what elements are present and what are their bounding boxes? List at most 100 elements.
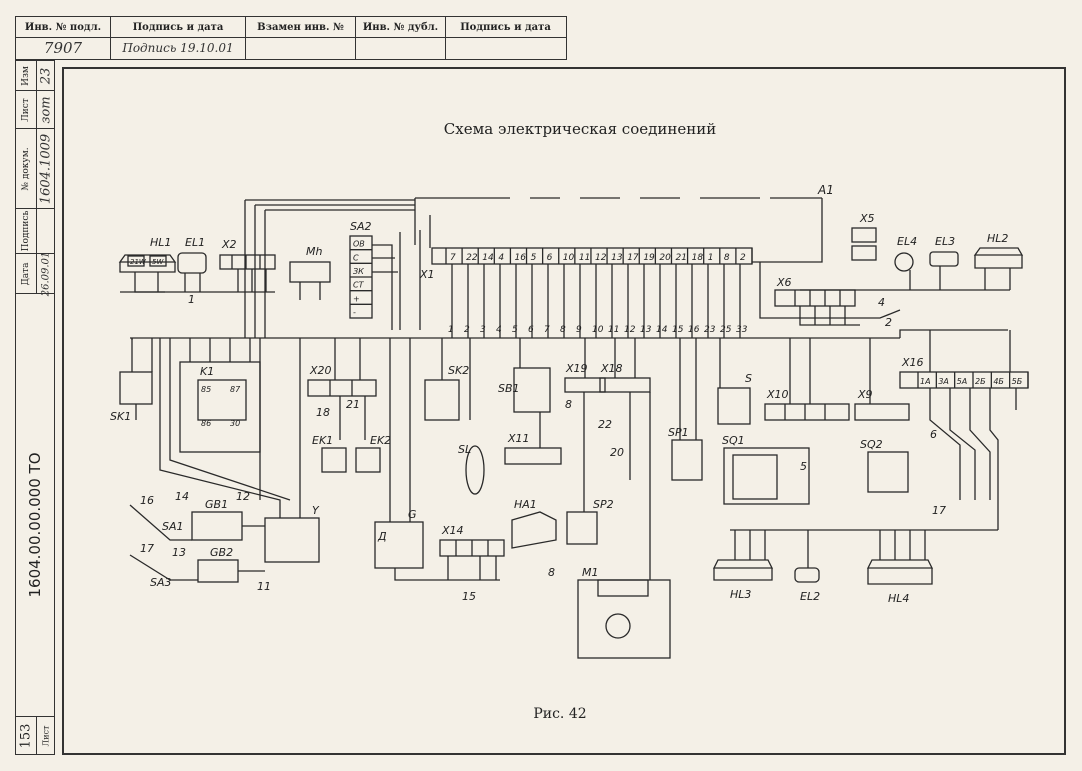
x1-terminal: 11 — [579, 253, 590, 263]
rev-cell-date: Дата 26.09.01 — [16, 251, 54, 296]
harness-22: 22 — [598, 418, 612, 431]
harness-5: 5 — [800, 460, 807, 473]
stamp-header-inv-orig: Инв. № подл. — [16, 17, 111, 37]
label-sp1: SP1 — [668, 426, 689, 439]
label-a1: A1 — [817, 183, 834, 197]
lamp-el1: EL1 — [177, 236, 207, 292]
x16-pin: 3А — [938, 377, 949, 386]
a1-lead-number: 3 — [480, 325, 486, 335]
svg-text:5W: 5W — [152, 258, 164, 266]
sa2-position: ОВ — [353, 240, 365, 249]
harness-12: 13 — [172, 546, 186, 559]
stamp-header-sign-date-2: Подпись и дата — [460, 21, 551, 33]
switches-sp-sq: SP1 SQ1 5 SQ2 6 — [668, 338, 937, 505]
stamp-header-replace-inv: Взамен инв. № — [246, 17, 356, 37]
x1-terminal: 5 — [531, 253, 537, 263]
x16-pin: 5А — [957, 377, 968, 386]
harness-10: 11 — [257, 580, 271, 593]
harness-17: 17 — [140, 542, 154, 555]
x1-terminal: 18 — [692, 253, 704, 263]
controller-a1: A1 — [414, 183, 834, 263]
label-gb1: GB1 — [205, 498, 228, 511]
sa2-position: С — [353, 253, 359, 262]
sensor-sk1: SK1 — [110, 338, 153, 423]
label-d: Д — [377, 530, 387, 543]
x16-pin: 1А — [920, 377, 931, 386]
relay-k1: K1 85 87 86 30 — [179, 338, 261, 453]
label-sa2: SA2 — [350, 220, 372, 233]
rev-cell-sheet: Лист зот — [16, 91, 54, 129]
sensor-mh: Mh — [289, 245, 331, 300]
a1-lead-number: 4 — [496, 325, 502, 335]
label-el1: EL1 — [185, 236, 205, 249]
heaters-ek: X20 EK1 EK2 — [307, 338, 391, 473]
a1-lead-number: 7 — [544, 325, 550, 335]
main-harness: 2 — [130, 199, 1008, 339]
harness-15: 17 — [932, 504, 946, 517]
label-sp2: SP2 — [593, 498, 614, 511]
x1-terminal: 19 — [643, 253, 655, 263]
x1-terminal: 8 — [724, 253, 730, 263]
x1-terminal: 2 — [740, 253, 746, 263]
harness-1: 1 — [188, 293, 195, 306]
a1-lead-number: 9 — [576, 325, 582, 335]
a1-lead-number: 14 — [656, 325, 668, 335]
label-el3: EL3 — [935, 235, 955, 248]
lamps-bottom: HL3 EL2 HL4 17 — [712, 504, 998, 605]
x1-terminal: 10 — [563, 253, 575, 263]
sa2-position: - — [353, 308, 356, 317]
label-ha1: HA1 — [514, 498, 537, 511]
label-x10: X10 — [766, 388, 789, 401]
harness-6: 6 — [930, 428, 937, 441]
label-s: S — [745, 372, 752, 385]
label-hl1: HL1 — [150, 236, 171, 249]
label-gb2: GB2 — [210, 546, 233, 559]
label-y: Y — [312, 504, 320, 517]
harness-18: 18 — [316, 406, 330, 419]
approval-stamp: Инв. № подл. Подпись и дата Взамен инв. … — [15, 16, 567, 60]
sheet-number-cell: Лист 153 — [16, 716, 54, 754]
stamp-inv-dup-value — [356, 37, 446, 59]
x1-terminal: 7 — [450, 253, 456, 263]
a1-lead-number: 10 — [592, 325, 604, 335]
harness-13: 14 — [175, 490, 189, 503]
sa2-position: ЗК — [353, 267, 364, 276]
x16-pin: 5Б — [1012, 377, 1023, 386]
harness-11: 12 — [236, 490, 250, 503]
x1-terminal: 13 — [611, 253, 623, 263]
label-ek2: EK2 — [370, 434, 391, 447]
label-m1: M1 — [582, 566, 599, 579]
svg-text:21W: 21W — [130, 258, 147, 266]
label-g: G — [408, 508, 417, 521]
a1-lead-number: 16 — [688, 325, 700, 335]
label-sk1: SK1 — [110, 410, 131, 423]
label-hl2: HL2 — [987, 232, 1008, 245]
a1-lead-number: 2 — [464, 325, 470, 335]
label-k1: K1 — [200, 365, 214, 378]
harness-20: 20 — [610, 446, 624, 459]
rev-cell-docnum: № докум. 1604.1009 — [16, 129, 54, 209]
sa2-position: СТ — [353, 281, 365, 290]
drawing-frame — [62, 67, 1066, 755]
rev-cell-signature: Подпись — [16, 209, 54, 254]
label-x16: X16 — [901, 356, 924, 369]
label-ek1: EK1 — [312, 434, 333, 447]
stamp-header-sign-date: Подпись и дата — [111, 17, 246, 37]
harness-8: 8 — [565, 398, 572, 411]
label-sa1: SA1 — [162, 520, 184, 533]
x1-terminal: 22 — [466, 253, 478, 263]
lamps-right: X5 EL4 EL3 HL2 X6 4 — [774, 212, 1024, 326]
a1-lead-number: 33 — [736, 325, 748, 335]
label-x18: X18 — [600, 362, 623, 375]
a1-lead-number: 6 — [528, 325, 534, 335]
x16-pin: 2Б — [975, 377, 986, 386]
harness-4: 4 — [878, 296, 885, 309]
label-x9: X9 — [857, 388, 873, 401]
